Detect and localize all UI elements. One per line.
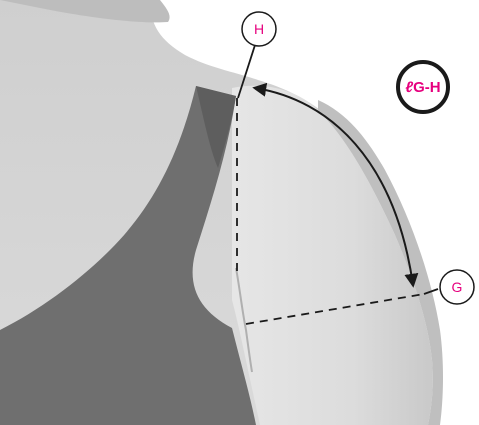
point-g-marker: G — [440, 270, 474, 304]
point-g-label: G — [452, 279, 463, 295]
measurement-badge-text: ℓG-H — [405, 79, 440, 96]
point-h-label: H — [254, 21, 264, 37]
measurement-badge: ℓG-H — [398, 62, 448, 112]
upper-arm-skin — [232, 86, 433, 425]
measurement-badge-label: G-H — [413, 79, 441, 96]
point-h-marker: H — [242, 12, 276, 46]
